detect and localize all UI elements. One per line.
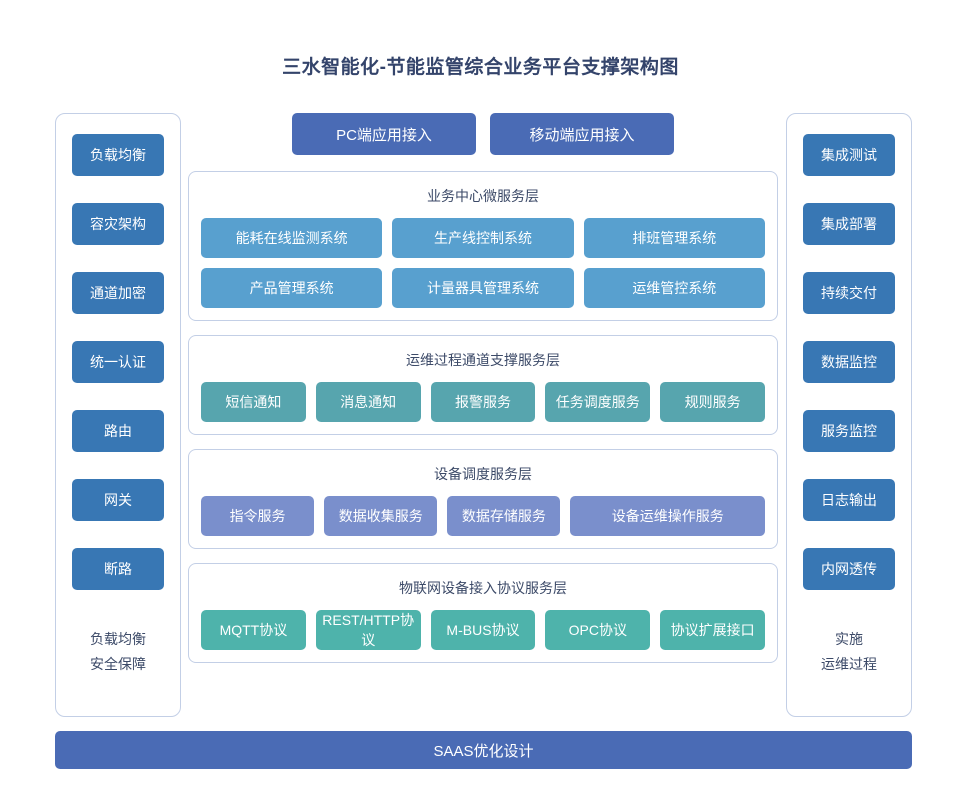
service-box-iot-1-5[interactable]: 协议扩展接口	[660, 610, 765, 650]
left-column-button-2[interactable]: 容灾架构	[72, 203, 164, 245]
service-box-support-1-2[interactable]: 消息通知	[315, 382, 421, 422]
center-stack: PC端应用接入移动端应用接入 业务中心微服务层能耗在线监测系统生产线控制系统排班…	[188, 113, 778, 717]
layer-title-business: 业务中心微服务层	[427, 188, 539, 204]
left-caption-line-1: 负载均衡	[90, 631, 146, 647]
layer-device: 设备调度服务层指令服务数据收集服务数据存储服务设备运维操作服务	[188, 449, 778, 549]
right-column-button-7[interactable]: 内网透传	[803, 548, 895, 590]
layer-support: 运维过程通道支撑服务层短信通知消息通知报警服务任务调度服务规则服务	[188, 335, 778, 435]
right-column-button-5[interactable]: 服务监控	[803, 410, 895, 452]
layer-business: 业务中心微服务层能耗在线监测系统生产线控制系统排班管理系统产品管理系统计量器具管…	[188, 171, 778, 321]
service-layers: 业务中心微服务层能耗在线监测系统生产线控制系统排班管理系统产品管理系统计量器具管…	[188, 171, 778, 663]
service-box-device-1-1[interactable]: 指令服务	[201, 496, 315, 536]
service-box-business-2-1[interactable]: 产品管理系统	[201, 268, 383, 308]
right-support-column: 集成测试集成部署持续交付数据监控服务监控日志输出内网透传 实施 运维过程	[786, 113, 912, 717]
saas-bottom-bar: SAAS优化设计	[55, 731, 912, 769]
service-box-business-2-3[interactable]: 运维管控系统	[583, 268, 765, 308]
left-column-button-1[interactable]: 负载均衡	[72, 134, 164, 176]
left-caption-line-2: 安全保障	[90, 656, 146, 672]
right-caption-line-1: 实施	[835, 631, 863, 647]
left-column-items: 负载均衡容灾架构通道加密统一认证路由网关断路	[72, 134, 164, 617]
right-column-button-4[interactable]: 数据监控	[803, 341, 895, 383]
service-box-iot-1-3[interactable]: M-BUS协议	[430, 610, 536, 650]
service-box-iot-1-2[interactable]: REST/HTTP协议	[315, 610, 421, 650]
left-column-button-5[interactable]: 路由	[72, 410, 164, 452]
layer-device-row-1: 指令服务数据收集服务数据存储服务设备运维操作服务	[201, 496, 766, 536]
access-box-1[interactable]: PC端应用接入	[292, 113, 476, 155]
left-column-button-4[interactable]: 统一认证	[72, 341, 164, 383]
right-column-button-3[interactable]: 持续交付	[803, 272, 895, 314]
right-column-caption: 实施 运维过程	[821, 627, 877, 677]
service-box-support-1-3[interactable]: 报警服务	[430, 382, 536, 422]
service-box-device-1-3[interactable]: 数据存储服务	[447, 496, 561, 536]
service-box-business-1-3[interactable]: 排班管理系统	[583, 218, 765, 258]
service-box-iot-1-4[interactable]: OPC协议	[545, 610, 651, 650]
access-box-2[interactable]: 移动端应用接入	[490, 113, 674, 155]
service-box-iot-1-1[interactable]: MQTT协议	[201, 610, 306, 650]
left-column-button-7[interactable]: 断路	[72, 548, 164, 590]
left-column-button-6[interactable]: 网关	[72, 479, 164, 521]
service-box-support-1-1[interactable]: 短信通知	[201, 382, 306, 422]
layer-business-row-1: 能耗在线监测系统生产线控制系统排班管理系统	[201, 218, 765, 258]
service-box-business-1-1[interactable]: 能耗在线监测系统	[201, 218, 383, 258]
layer-support-row-1: 短信通知消息通知报警服务任务调度服务规则服务	[201, 382, 765, 422]
right-column-button-1[interactable]: 集成测试	[803, 134, 895, 176]
right-column-button-2[interactable]: 集成部署	[803, 203, 895, 245]
right-column-button-6[interactable]: 日志输出	[803, 479, 895, 521]
page-title: 三水智能化-节能监管综合业务平台支撑架构图	[282, 57, 679, 78]
layer-title-support: 运维过程通道支撑服务层	[406, 352, 560, 368]
layer-title-device: 设备调度服务层	[434, 466, 532, 482]
layer-business-row-2: 产品管理系统计量器具管理系统运维管控系统	[201, 268, 765, 308]
service-box-business-2-2[interactable]: 计量器具管理系统	[392, 268, 574, 308]
service-box-business-1-2[interactable]: 生产线控制系统	[392, 218, 574, 258]
service-box-device-1-2[interactable]: 数据收集服务	[324, 496, 438, 536]
left-column-button-3[interactable]: 通道加密	[72, 272, 164, 314]
left-column-caption: 负载均衡 安全保障	[90, 627, 146, 677]
application-access-row: PC端应用接入移动端应用接入	[188, 113, 778, 155]
right-column-items: 集成测试集成部署持续交付数据监控服务监控日志输出内网透传	[803, 134, 895, 617]
service-box-device-1-4[interactable]: 设备运维操作服务	[570, 496, 766, 536]
left-support-column: 负载均衡容灾架构通道加密统一认证路由网关断路 负载均衡 安全保障	[55, 113, 181, 717]
layer-title-iot: 物联网设备接入协议服务层	[399, 580, 567, 596]
right-caption-line-2: 运维过程	[821, 656, 877, 672]
service-box-support-1-5[interactable]: 规则服务	[660, 382, 765, 422]
service-box-support-1-4[interactable]: 任务调度服务	[545, 382, 651, 422]
